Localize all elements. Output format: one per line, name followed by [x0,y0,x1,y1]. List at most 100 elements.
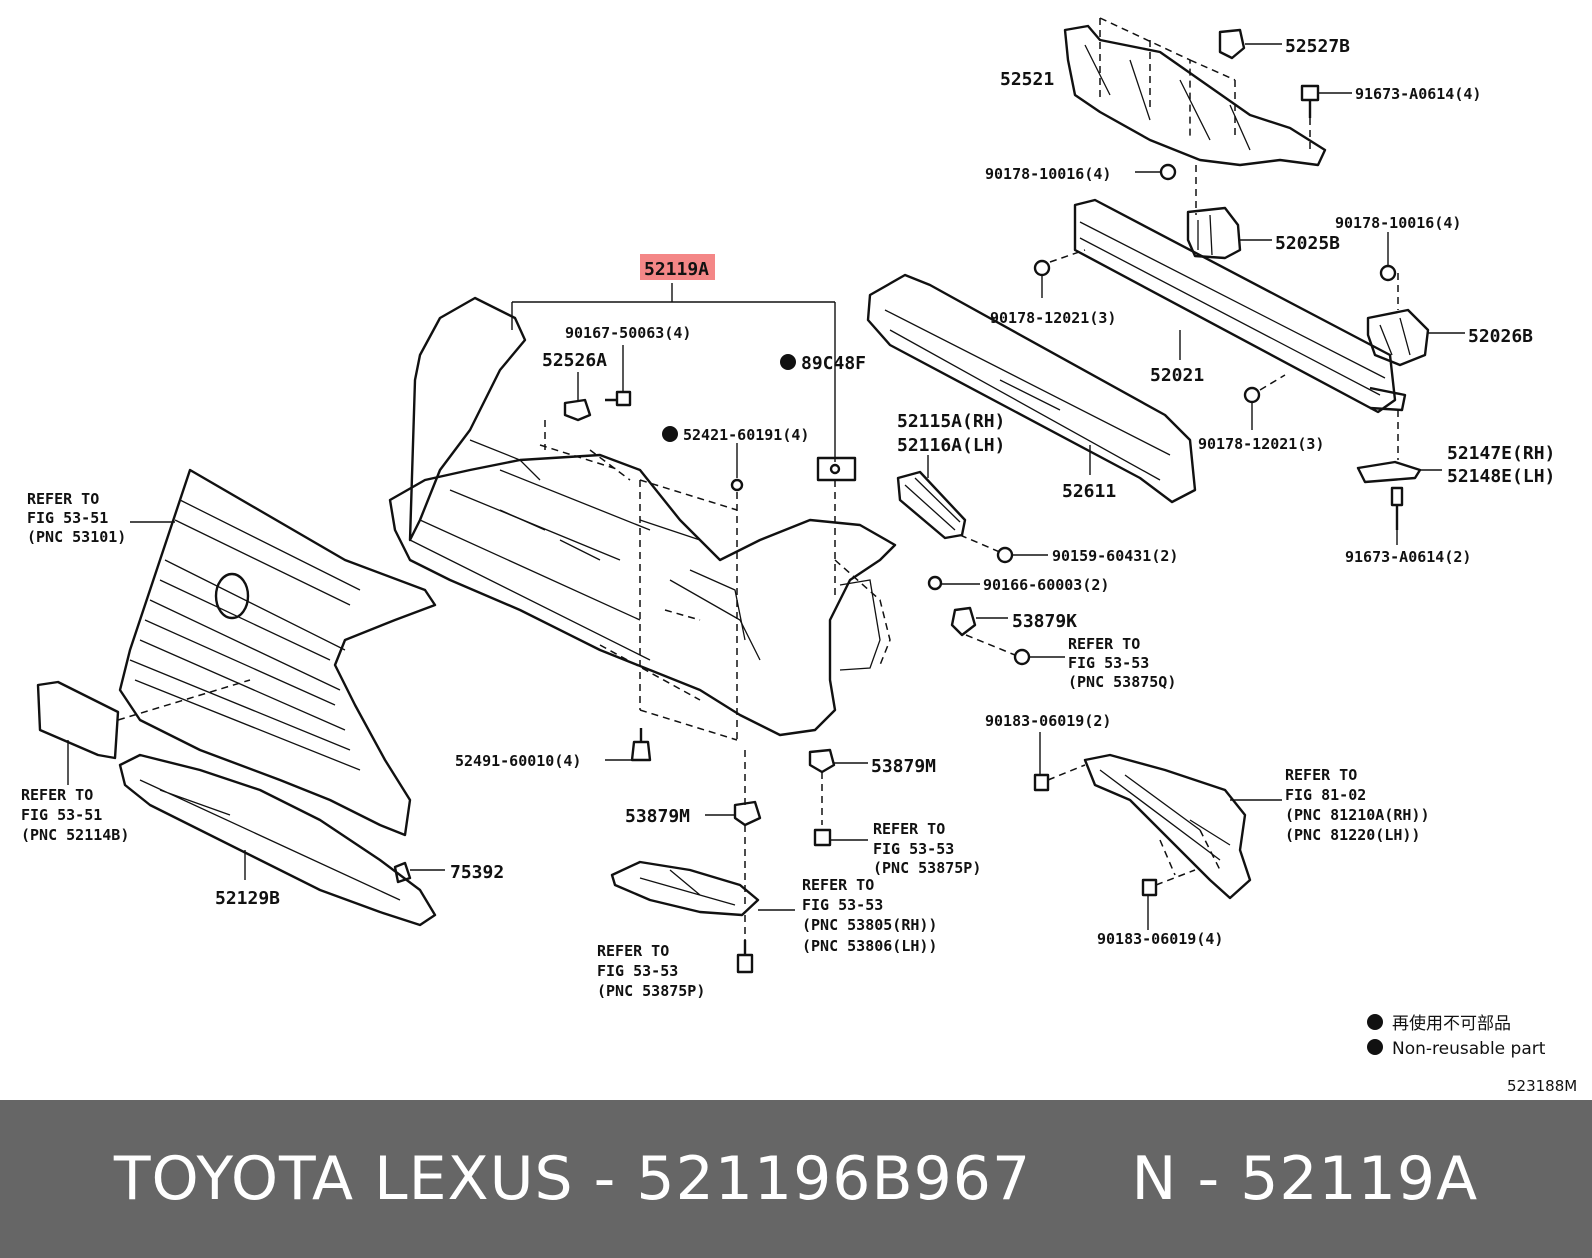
label-refer-a-2[interactable]: FIG 53-53 [1068,654,1149,672]
label-52521[interactable]: 52521 [1000,69,1054,90]
label-refer-c-4[interactable]: (PNC 81220(LH)) [1285,826,1420,844]
label-52527B[interactable]: 52527B [1285,36,1350,57]
part-labels: 52119A 52527B 52521 91673-A0614(4) 90178… [21,36,1555,1000]
label-90183-06019-4[interactable]: 90183-06019(4) [1097,930,1223,948]
nut-90178-12021-a [1033,249,1086,298]
label-refer-a-3[interactable]: (PNC 53875Q) [1068,673,1176,691]
upper-support-52521 [1063,17,1327,167]
label-refer-g-2[interactable]: FIG 53-53 [597,962,678,980]
bolt-52491 [605,728,652,762]
label-refer-e-2[interactable]: FIG 53-53 [873,840,954,858]
label-refer-f-1[interactable]: REFER TO [802,876,874,894]
highlight-box [640,254,715,280]
nut-90178-10016-b [1379,232,1399,310]
clip-52421 [639,426,744,741]
label-91673-A0614-4[interactable]: 91673-A0614(4) [1355,85,1481,103]
label-90178-10016-4b[interactable]: 90178-10016(4) [1335,214,1461,232]
label-52025B[interactable]: 52025B [1275,233,1340,254]
bracket-52026B [1366,308,1465,367]
bracket-52526A [544,372,592,450]
screw-90159 [996,546,1048,564]
label-refer-g-3[interactable]: (PNC 53875P) [597,982,705,1000]
clip-52527B [1218,28,1282,60]
label-52129B[interactable]: 52129B [215,888,280,909]
label-refer-c-1[interactable]: REFER TO [1285,766,1357,784]
nut-90183-2 [1033,732,1086,792]
bracket-52147E-52148E [1356,410,1442,545]
label-refer-c-3[interactable]: (PNC 81210A(RH)) [1285,806,1430,824]
label-90178-12021-3b[interactable]: 90178-12021(3) [1198,435,1324,453]
label-52026B[interactable]: 52026B [1468,326,1533,347]
fog-lamp-bracket [1083,753,1282,900]
label-52116A[interactable]: 52116A(LH) [897,435,1005,456]
label-52611[interactable]: 52611 [1062,481,1116,502]
bumper-reinforcement-52021 [1073,198,1407,414]
undercover-53805-53806 [610,860,795,917]
retainer-52115A-52116A [896,455,1003,554]
legend: 再使用不可部品 Non-reusable part 523188M [1367,1013,1577,1095]
figure-code: 523188M [1507,1077,1577,1095]
part-52119A-bracket-line [511,283,836,462]
label-53879M-a[interactable]: 53879M [625,806,690,827]
label-52021[interactable]: 52021 [1150,365,1204,386]
bumper-cover-52119A [388,296,897,737]
label-52526A[interactable]: 52526A [542,350,607,371]
non-reusable-dot-icon [1367,1014,1383,1030]
label-52147E[interactable]: 52147E(RH) [1447,443,1555,464]
label-90159-60431[interactable]: 90159-60431(2) [1052,547,1178,565]
label-refer-b-2[interactable]: FIG 53-51 [27,509,108,527]
legend-jp: 再使用不可部品 [1392,1013,1511,1034]
label-refer-f-4[interactable]: (PNC 53806(LH)) [802,937,937,955]
nut-90178-12021-b [1243,374,1286,430]
label-refer-d-3[interactable]: (PNC 52114B) [21,826,129,844]
bracket-52025B [1186,206,1272,260]
label-refer-e-3[interactable]: (PNC 53875P) [873,859,981,877]
label-90178-10016-4a[interactable]: 90178-10016(4) [985,165,1111,183]
clip-75392 [393,861,445,884]
footer-part-number: 521196B967 [636,1144,1032,1214]
exploded-parts-diagram: 52119A 52527B 52521 91673-A0614(4) 90178… [21,17,1577,1095]
label-refer-f-2[interactable]: FIG 53-53 [802,896,883,914]
label-refer-a-1[interactable]: REFER TO [1068,635,1140,653]
clip-53879M-a [705,750,762,905]
label-52119A[interactable]: 52119A [644,259,709,280]
radiator-grille [118,468,437,837]
label-53879K[interactable]: 53879K [1012,611,1077,632]
label-refer-b-1[interactable]: REFER TO [27,490,99,508]
footer-brand: TOYOTA LEXUS [113,1144,574,1214]
label-90166-60003[interactable]: 90166-60003(2) [983,576,1109,594]
bolt-53875P-lower [736,915,754,974]
clip-90166 [927,575,980,591]
label-refer-f-3[interactable]: (PNC 53805(RH)) [802,916,937,934]
screw-90167 [605,345,632,407]
lower-spoiler-52129B [118,753,437,927]
clip-89C48F [780,354,857,600]
label-91673-A0614-2[interactable]: 91673-A0614(2) [1345,548,1471,566]
label-refer-c-2[interactable]: FIG 81-02 [1285,786,1366,804]
non-reusable-dot-icon [1367,1039,1383,1055]
label-89C48F[interactable]: 89C48F [801,353,866,374]
label-refer-b-3[interactable]: (PNC 53101) [27,528,126,546]
label-53879M-b[interactable]: 53879M [871,756,936,777]
energy-absorber-52611 [866,273,1197,504]
clip-53879K [950,606,1016,656]
nut-90183-4 [1141,869,1196,930]
legend-en: Non-reusable part [1392,1039,1546,1059]
label-refer-d-2[interactable]: FIG 53-51 [21,806,102,824]
label-refer-e-1[interactable]: REFER TO [873,820,945,838]
label-90167-50063[interactable]: 90167-50063(4) [565,324,691,342]
label-refer-g-1[interactable]: REFER TO [597,942,669,960]
label-52115A[interactable]: 52115A(RH) [897,411,1005,432]
label-75392[interactable]: 75392 [450,862,504,883]
label-90178-12021-3a[interactable]: 90178-12021(3) [990,309,1116,327]
label-52148E[interactable]: 52148E(LH) [1447,466,1555,487]
bolt-53875Q [1013,648,1065,666]
footer-ref-prefix: N [1131,1144,1178,1214]
label-90183-06019-2[interactable]: 90183-06019(2) [985,712,1111,730]
label-52491-60010[interactable]: 52491-60010(4) [455,752,581,770]
footer-title: TOYOTA LEXUS - 521196B967 N - 52119A [113,1144,1479,1214]
label-refer-d-1[interactable]: REFER TO [21,786,93,804]
label-52421-60191[interactable]: 52421-60191(4) [683,426,809,444]
bolt-91673-top [1300,84,1352,150]
